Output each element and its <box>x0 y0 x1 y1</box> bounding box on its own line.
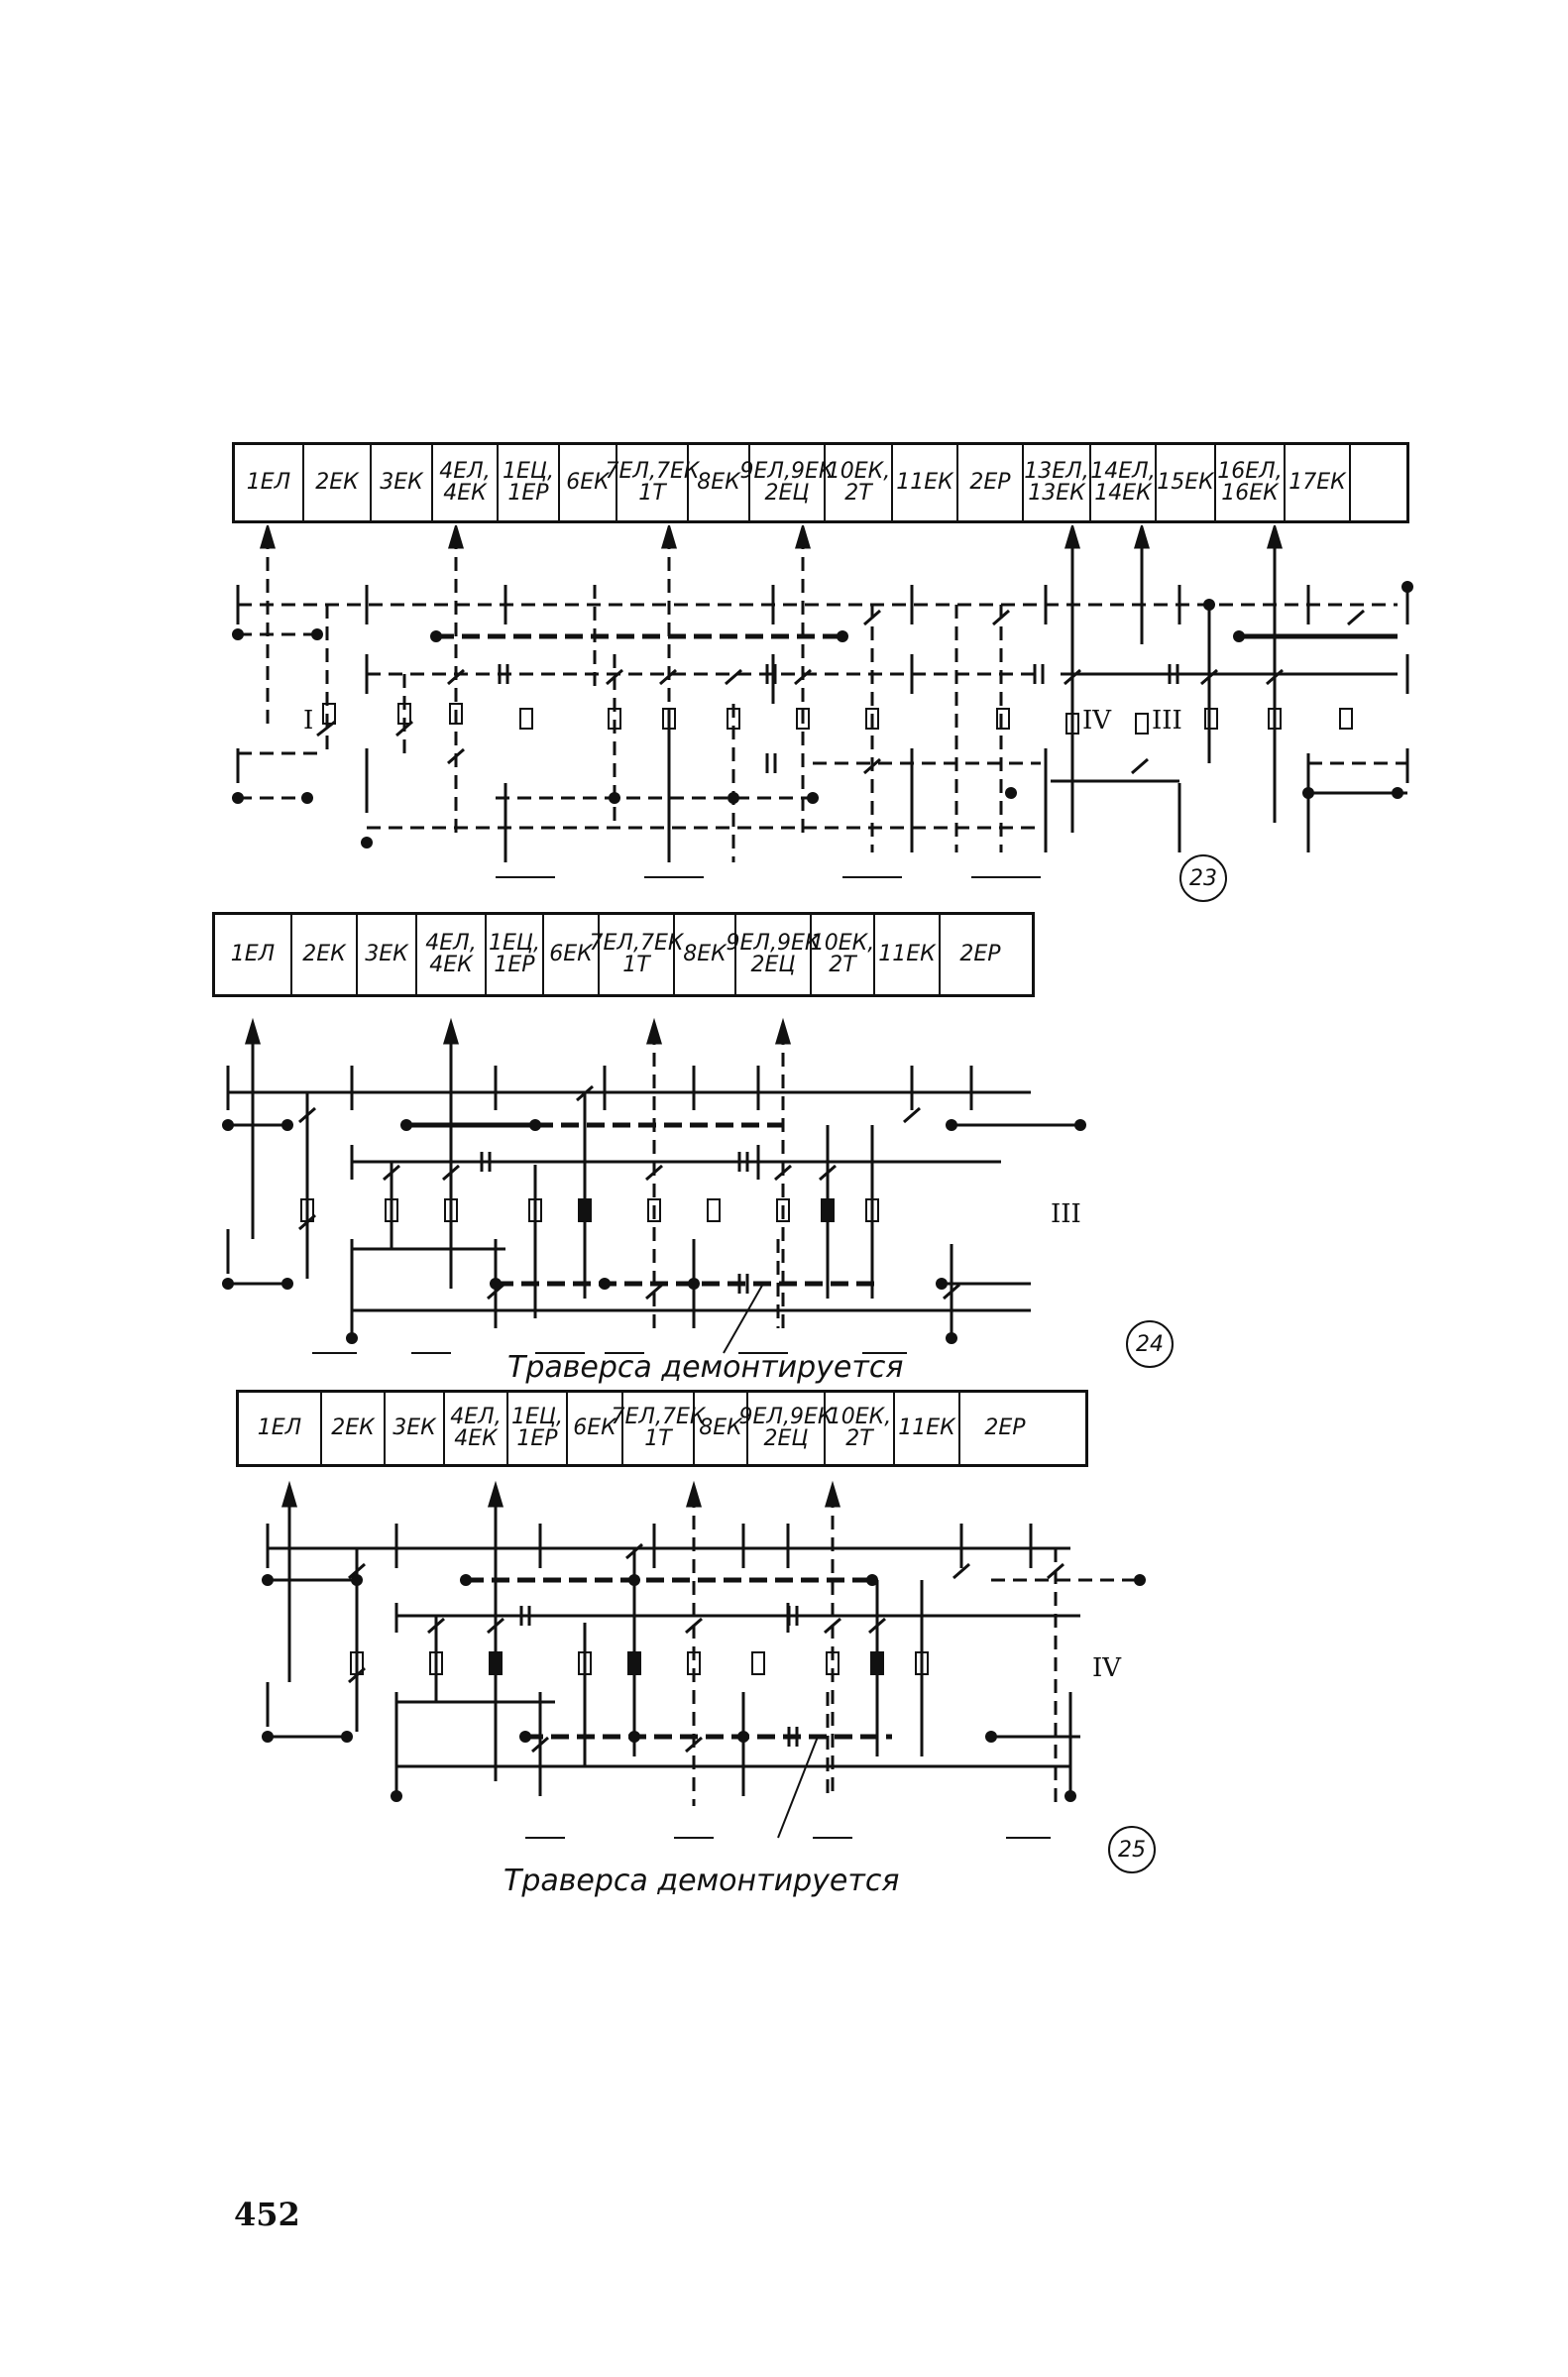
column-cell: 8ЕК <box>689 445 750 520</box>
junction-dots <box>262 1574 1146 1802</box>
column-cell: 9ЕЛ,9ЕК 2ЕЦ <box>727 915 820 994</box>
column-cell: 16ЕЛ, 16ЕК <box>1216 445 1286 520</box>
capacitors <box>519 1606 799 1747</box>
verticals <box>236 585 1409 862</box>
column-cell: 3ЕК <box>358 915 417 994</box>
column-cell: 2ЕР <box>984 1415 1026 1440</box>
column-cell: 2ЕР <box>959 942 1001 966</box>
figure-23-schematic <box>232 525 1413 878</box>
resistors <box>350 1651 929 1675</box>
column-cell: 10ЕК, 2Т <box>811 915 875 994</box>
column-cell: 6ЕК <box>544 915 600 994</box>
column-cell: 1ЕЛ <box>215 915 292 994</box>
column-cell: 1ЕЦ, 1ЕР <box>508 1393 568 1464</box>
column-cell: 7ЕЛ,7ЕК 1Т <box>606 445 699 520</box>
column-cell: 9ЕЛ,9ЕК 2ЕЦ <box>739 1393 833 1464</box>
figure-caption: Траверса демонтируется <box>507 1350 904 1385</box>
column-cell: 3ЕК <box>372 445 433 520</box>
column-cell: 4ЕЛ, 4ЕК <box>417 915 487 994</box>
column-cell: 13ЕЛ, 13ЕК <box>1024 445 1091 520</box>
resistors <box>300 1198 879 1222</box>
column-cell: 8ЕК <box>675 915 736 994</box>
roman-mark: IV <box>1092 1653 1122 1683</box>
figure-number-badge: 25 <box>1108 1826 1156 1873</box>
column-cell: 6ЕК <box>560 445 617 520</box>
resistors <box>322 703 1353 735</box>
column-cell: 4ЕЛ, 4ЕК <box>433 445 499 520</box>
verticals <box>266 1524 1072 1806</box>
arrows <box>244 1017 792 1328</box>
column-cell: 10ЕК, 2Т <box>826 445 893 520</box>
figure-25-schematic <box>262 1480 1146 1839</box>
column-cell: 4ЕЛ, 4ЕК <box>445 1393 508 1464</box>
junction-dots <box>222 1119 1086 1344</box>
buses <box>238 603 1407 830</box>
column-cell <box>1351 445 1391 520</box>
column-cell: 6ЕК <box>568 1393 623 1464</box>
column-cell: 1ЕЦ, 1ЕР <box>487 915 544 994</box>
column-cell: 11ЕК <box>893 445 958 520</box>
column-cell: 2ЕК <box>304 445 372 520</box>
page-number: 452 <box>234 2196 300 2233</box>
roman-mark: III <box>1152 706 1182 736</box>
column-cell: 1ЕЛ <box>239 1393 322 1464</box>
column-cell: 2ЕК <box>292 915 358 994</box>
column-cell: 1ЕЦ, 1ЕР <box>499 445 560 520</box>
figure-number-badge: 23 <box>1179 854 1227 902</box>
figure-23-column-strip: 1ЕЛ 2ЕК 3ЕК 4ЕЛ, 4ЕК 1ЕЦ, 1ЕР 6ЕК 7ЕЛ,7Е… <box>232 442 1409 523</box>
roman-mark: III <box>1051 1199 1081 1229</box>
figure-24-schematic <box>222 1017 1086 1354</box>
figure-caption: Траверса демонтируется <box>504 1864 900 1898</box>
column-cell: 3ЕК <box>386 1393 445 1464</box>
column-cell: 17ЕК <box>1286 445 1351 520</box>
switch-ticks <box>348 1542 1064 1754</box>
column-cell: 7ЕЛ,7ЕК 1Т <box>590 915 683 994</box>
roman-mark: I <box>303 706 314 736</box>
column-cell: 1ЕЛ <box>235 445 304 520</box>
switch-ticks <box>316 609 1365 775</box>
column-cell: 9ЕЛ,9ЕК 2ЕЦ <box>740 445 834 520</box>
column-cell: 15ЕК <box>1157 445 1216 520</box>
column-cell: 2ЕК <box>322 1393 386 1464</box>
column-cell: 14ЕЛ, 14ЕК <box>1090 445 1157 520</box>
column-cell: 11ЕК <box>875 915 941 994</box>
capacitors <box>480 1152 749 1294</box>
column-cell: 11ЕК <box>895 1393 960 1464</box>
switch-ticks <box>298 1084 960 1301</box>
column-cell: 7ЕЛ,7ЕК 1Т <box>612 1393 705 1464</box>
junction-dots <box>232 581 1413 849</box>
column-cell: 8ЕК <box>695 1393 748 1464</box>
column-cell: 10ЕК, 2Т <box>826 1393 895 1464</box>
arrows <box>259 525 1284 833</box>
verticals <box>226 1066 973 1338</box>
capacitors <box>498 664 1179 773</box>
figure-number-badge: 24 <box>1126 1320 1174 1368</box>
roman-mark: IV <box>1082 706 1112 736</box>
figure-25-column-strip: 1ЕЛ 2ЕК 3ЕК 4ЕЛ, 4ЕК 1ЕЦ, 1ЕР 6ЕК 7ЕЛ,7Е… <box>236 1390 1088 1467</box>
buses <box>268 1546 1140 1768</box>
arrows <box>280 1480 841 1806</box>
column-cell: 2ЕР <box>958 445 1024 520</box>
figure-24-column-strip: 1ЕЛ 2ЕК 3ЕК 4ЕЛ, 4ЕК 1ЕЦ, 1ЕР 6ЕК 7ЕЛ,7Е… <box>212 912 1035 997</box>
